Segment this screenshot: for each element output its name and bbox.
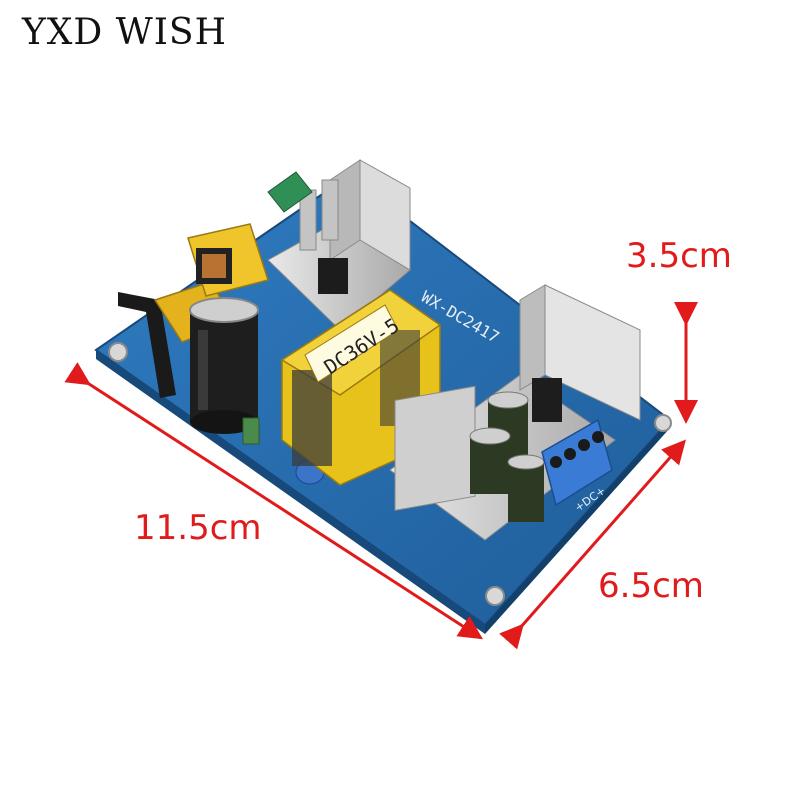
mounting-holes xyxy=(108,342,672,606)
mosfet xyxy=(318,258,348,294)
width-arrow xyxy=(499,439,686,650)
film-capacitor xyxy=(242,417,260,445)
length-label: 11.5cm xyxy=(134,508,262,548)
green-terminal xyxy=(267,171,313,213)
length-arrow xyxy=(64,362,484,640)
bulk-capacitor xyxy=(189,297,259,434)
brand-watermark: YXD WISH xyxy=(22,12,227,53)
height-label: 3.5cm xyxy=(626,236,732,276)
width-label: 6.5cm xyxy=(598,566,704,606)
